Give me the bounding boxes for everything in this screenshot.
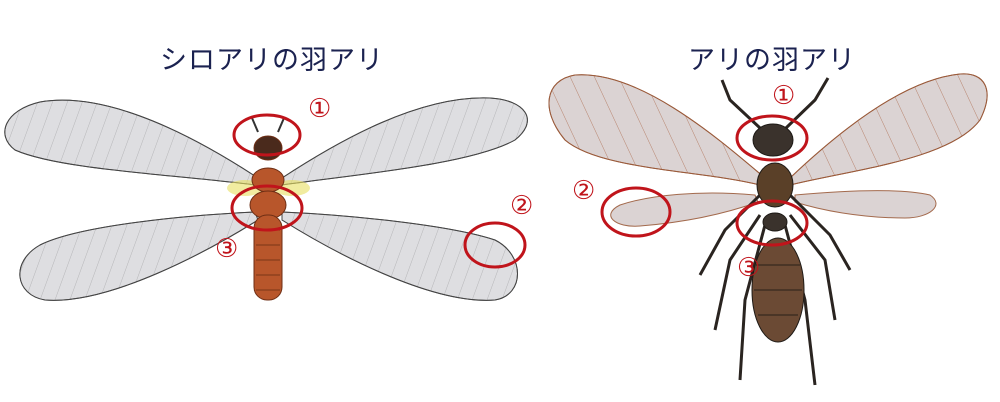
termite-antenna-circle [232, 113, 302, 157]
termite-wingtip-circle [463, 221, 527, 269]
ant-marker-3: ③ [737, 253, 761, 283]
ant-waist-circle [735, 199, 809, 247]
termite-body [249, 117, 287, 301]
ant-marker-1: ① [772, 81, 796, 111]
ant-marker-2: ② [572, 176, 596, 206]
termite-marker-3: ③ [215, 234, 239, 264]
termite-marker-1: ① [308, 94, 332, 124]
termite-marker-2: ② [510, 191, 534, 221]
termite-waist-circle [230, 184, 304, 232]
ant-body [698, 77, 852, 386]
termite-illustration [4, 97, 528, 301]
ant-illustration [548, 73, 988, 386]
ant-antenna-circle [735, 114, 809, 162]
termite-title: シロアリの羽アリ [160, 45, 384, 76]
ant-markers [600, 114, 809, 247]
ant-wings [548, 73, 988, 227]
ant-title: アリの羽アリ [688, 45, 856, 76]
ant-hindwing-circle [600, 186, 672, 238]
termite-markers [230, 113, 527, 269]
termite-wings [4, 97, 528, 301]
